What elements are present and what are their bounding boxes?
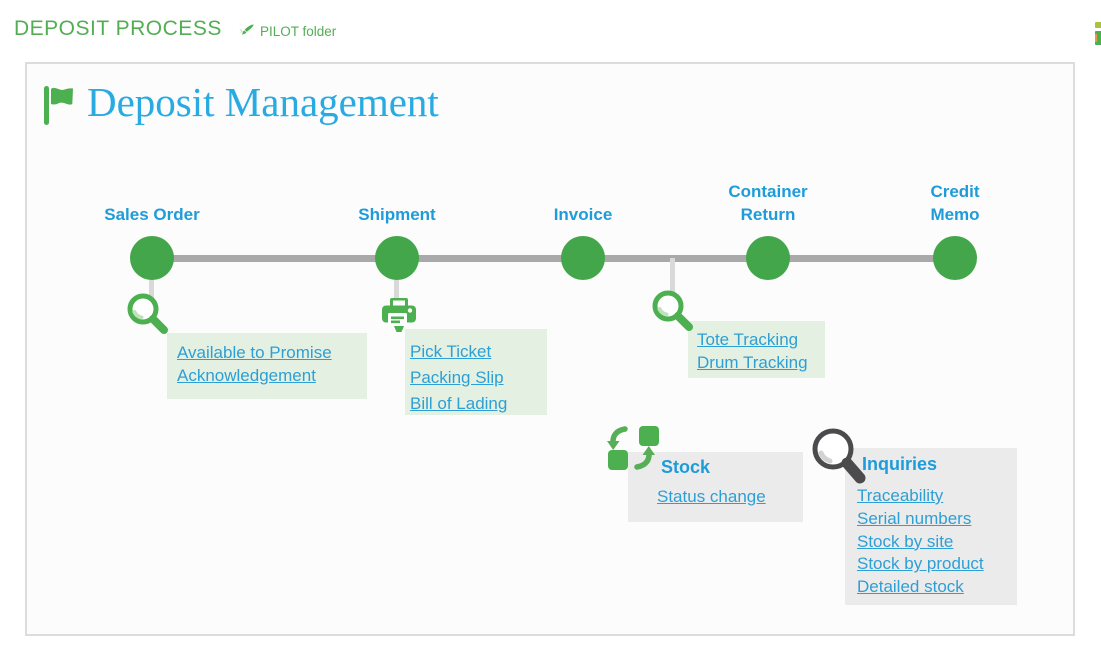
timeline-label-sales-order[interactable]: Sales Order bbox=[104, 205, 200, 224]
inquiries-panel: Inquiries Traceability Serial numbers St… bbox=[845, 448, 1017, 605]
timeline-label-shipment[interactable]: Shipment bbox=[358, 205, 436, 224]
link-panel-tracking: Tote Tracking Drum Tracking bbox=[688, 321, 825, 378]
timeline-node-container-return[interactable] bbox=[746, 236, 790, 280]
link-detailed-stock[interactable]: Detailed stock bbox=[857, 577, 964, 597]
folder-indicator: PILOT folder bbox=[238, 23, 336, 40]
timeline-line bbox=[152, 255, 955, 262]
timeline-node-shipment[interactable] bbox=[375, 236, 419, 280]
link-stock-by-product[interactable]: Stock by product bbox=[857, 554, 984, 574]
page-header-title: DEPOSIT PROCESS bbox=[14, 17, 222, 40]
link-stock-by-site[interactable]: Stock by site bbox=[857, 531, 954, 551]
inquiries-links: Traceability Serial numbers Stock by sit… bbox=[857, 485, 984, 599]
stock-panel: Stock Status change bbox=[628, 452, 803, 522]
folder-label: PILOT folder bbox=[260, 24, 337, 39]
process-canvas: Deposit Management Sales Order Shipment … bbox=[25, 62, 1075, 636]
magnifier-icon bbox=[650, 288, 696, 334]
link-drum-tracking[interactable]: Drum Tracking bbox=[697, 353, 808, 372]
link-panel-shipment: Pick Ticket Packing Slip Bill of Lading bbox=[405, 329, 547, 415]
timeline-node-invoice[interactable] bbox=[561, 236, 605, 280]
link-traceability[interactable]: Traceability bbox=[857, 486, 944, 505]
link-panel-sales-order: Available to Promise Acknowledgement bbox=[167, 333, 367, 399]
timeline-label-invoice[interactable]: Invoice bbox=[553, 205, 613, 224]
timeline-stem bbox=[670, 258, 675, 298]
link-status-change[interactable]: Status change bbox=[657, 487, 766, 506]
page-title: Deposit Management bbox=[87, 79, 439, 125]
timeline-node-sales-order[interactable] bbox=[130, 236, 174, 280]
link-tote-tracking[interactable]: Tote Tracking bbox=[697, 330, 799, 349]
timeline-stem bbox=[394, 258, 399, 304]
clipped-toolbar-icon bbox=[1092, 22, 1101, 48]
magnifier-icon bbox=[808, 426, 870, 486]
link-serial-numbers[interactable]: Serial numbers bbox=[857, 508, 972, 528]
link-bill-of-lading[interactable]: Bill of Lading bbox=[410, 394, 508, 413]
timeline-stem bbox=[149, 258, 154, 316]
brush-icon bbox=[238, 23, 255, 40]
timeline-label-credit-memo[interactable]: Credit Memo bbox=[930, 182, 980, 224]
link-pick-ticket[interactable]: Pick Ticket bbox=[410, 342, 492, 361]
printer-icon bbox=[379, 297, 419, 337]
timeline-label-container-return[interactable]: Container Return bbox=[728, 182, 808, 224]
link-packing-slip[interactable]: Packing Slip bbox=[410, 368, 504, 387]
stock-heading: Stock bbox=[661, 457, 711, 477]
link-available-to-promise[interactable]: Available to Promise bbox=[177, 343, 332, 362]
status-change-icon bbox=[605, 423, 663, 473]
flag-icon bbox=[43, 82, 75, 126]
inquiries-heading: Inquiries bbox=[862, 454, 938, 474]
link-acknowledgement[interactable]: Acknowledgement bbox=[177, 366, 316, 385]
timeline-node-credit-memo[interactable] bbox=[933, 236, 977, 280]
magnifier-icon bbox=[125, 291, 171, 337]
